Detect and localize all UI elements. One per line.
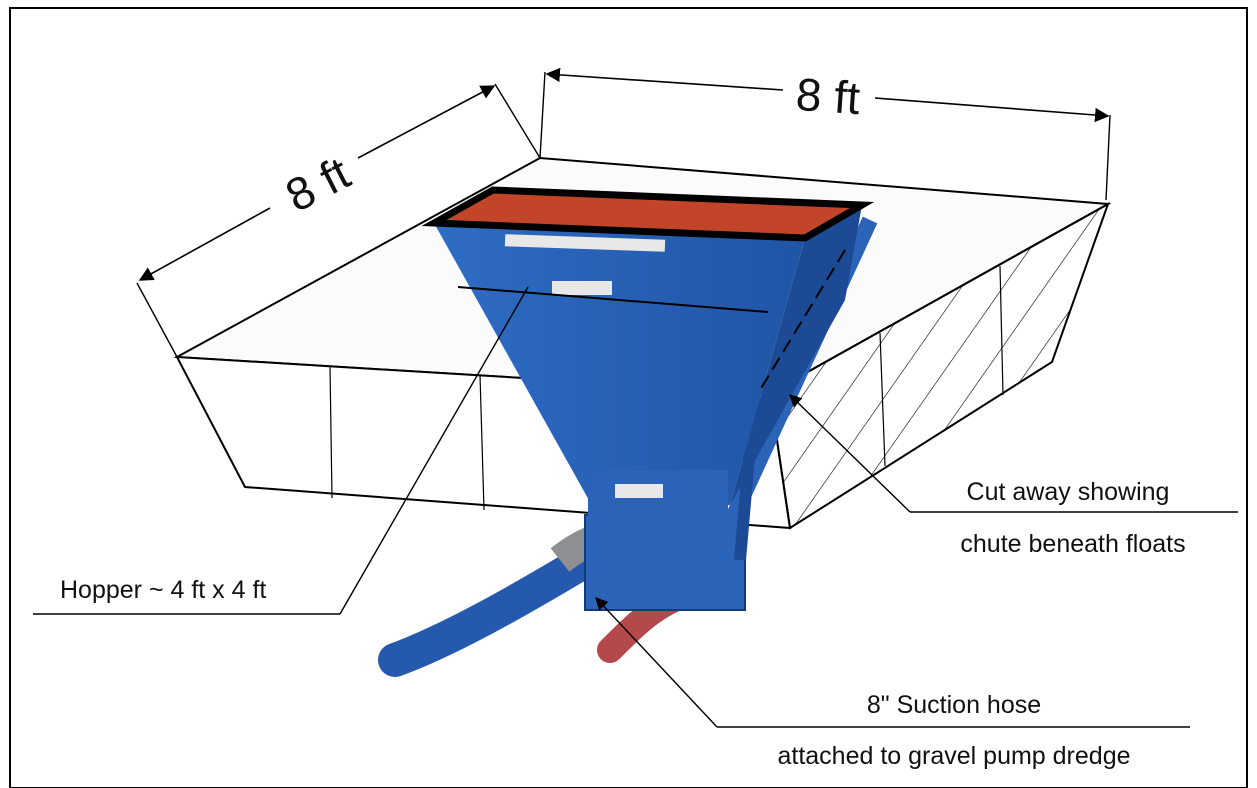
leader-line <box>595 597 718 728</box>
hopper-label: Hopper ~ 4 ft x 4 ft <box>60 576 266 604</box>
hopper-rim <box>421 186 875 242</box>
callout-hose: 8" Suction hose attached to gravel pump … <box>595 597 1190 770</box>
float-cutaway-face <box>768 201 1110 530</box>
hopper-label-plate <box>504 234 666 252</box>
figure-border <box>9 7 1248 788</box>
float-divider <box>999 265 1004 396</box>
dimension-arrow <box>874 97 1110 123</box>
float-edge-over-hopper <box>457 286 769 313</box>
dimension-label-top: 8 ft <box>794 68 862 124</box>
extension-line <box>1105 114 1111 201</box>
hopper-label-plate <box>615 484 663 498</box>
dimension-top: 8 ft <box>539 67 1111 201</box>
hopper-right-side <box>730 205 862 505</box>
dimension-label-left: 8 ft <box>277 146 358 221</box>
dimension-arrow <box>357 85 496 159</box>
hose-label-line2: attached to gravel pump dredge <box>777 742 1130 770</box>
extension-line <box>539 71 546 159</box>
extension-line <box>136 282 178 358</box>
extension-line <box>494 83 541 159</box>
float-divider <box>879 332 886 467</box>
dimension-arrow <box>545 67 784 91</box>
hopper-label-plate <box>552 281 612 295</box>
dimension-arrow <box>138 207 271 281</box>
hose-label-line1: 8" Suction hose <box>867 691 1041 719</box>
hidden-chute-edge <box>759 249 846 391</box>
suction-hose <box>378 538 612 677</box>
hopper <box>378 186 878 677</box>
leader-line <box>789 394 911 513</box>
float-divider <box>329 366 333 499</box>
leader-line <box>339 286 529 615</box>
cutaway-label-line1: Cut away showing <box>967 478 1170 506</box>
float-divider <box>479 374 485 511</box>
callout-cutaway: Cut away showing chute beneath floats <box>789 394 1238 558</box>
cutaway-label-line2: chute beneath floats <box>960 530 1185 558</box>
callout-hopper: Hopper ~ 4 ft x 4 ft <box>33 286 529 615</box>
